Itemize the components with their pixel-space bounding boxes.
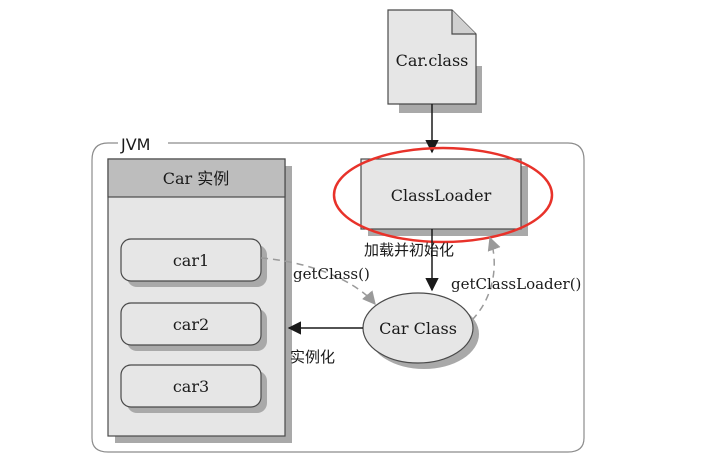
class-file-label: Car.class [396, 51, 469, 70]
instance-car1: car1 [120, 238, 267, 287]
get-class-loader-label: getClassLoader() [451, 275, 581, 293]
instance-car3: car3 [120, 364, 267, 413]
class-loader-node: ClassLoader [360, 158, 528, 236]
instance-label: car1 [173, 251, 209, 270]
class-object-node: Car Class [362, 292, 479, 369]
instances-panel-title: Car 实例 [163, 169, 230, 188]
class-loader-label: ClassLoader [391, 186, 492, 205]
jvm-label: JVM [120, 135, 150, 154]
jvm-container: JVM [91, 135, 585, 453]
load-init-label: 加载并初始化 [364, 241, 454, 259]
highlight-ring [332, 146, 554, 244]
instance-label: car2 [173, 315, 209, 334]
instance-car2: car2 [120, 302, 267, 351]
instantiate-label: 实例化 [290, 348, 335, 366]
get-class-arrow [260, 257, 376, 306]
instance-label: car3 [173, 377, 209, 396]
class-object-label: Car Class [379, 319, 457, 338]
get-class-label: getClass() [293, 265, 370, 283]
class-file-node: Car.class [387, 9, 482, 113]
